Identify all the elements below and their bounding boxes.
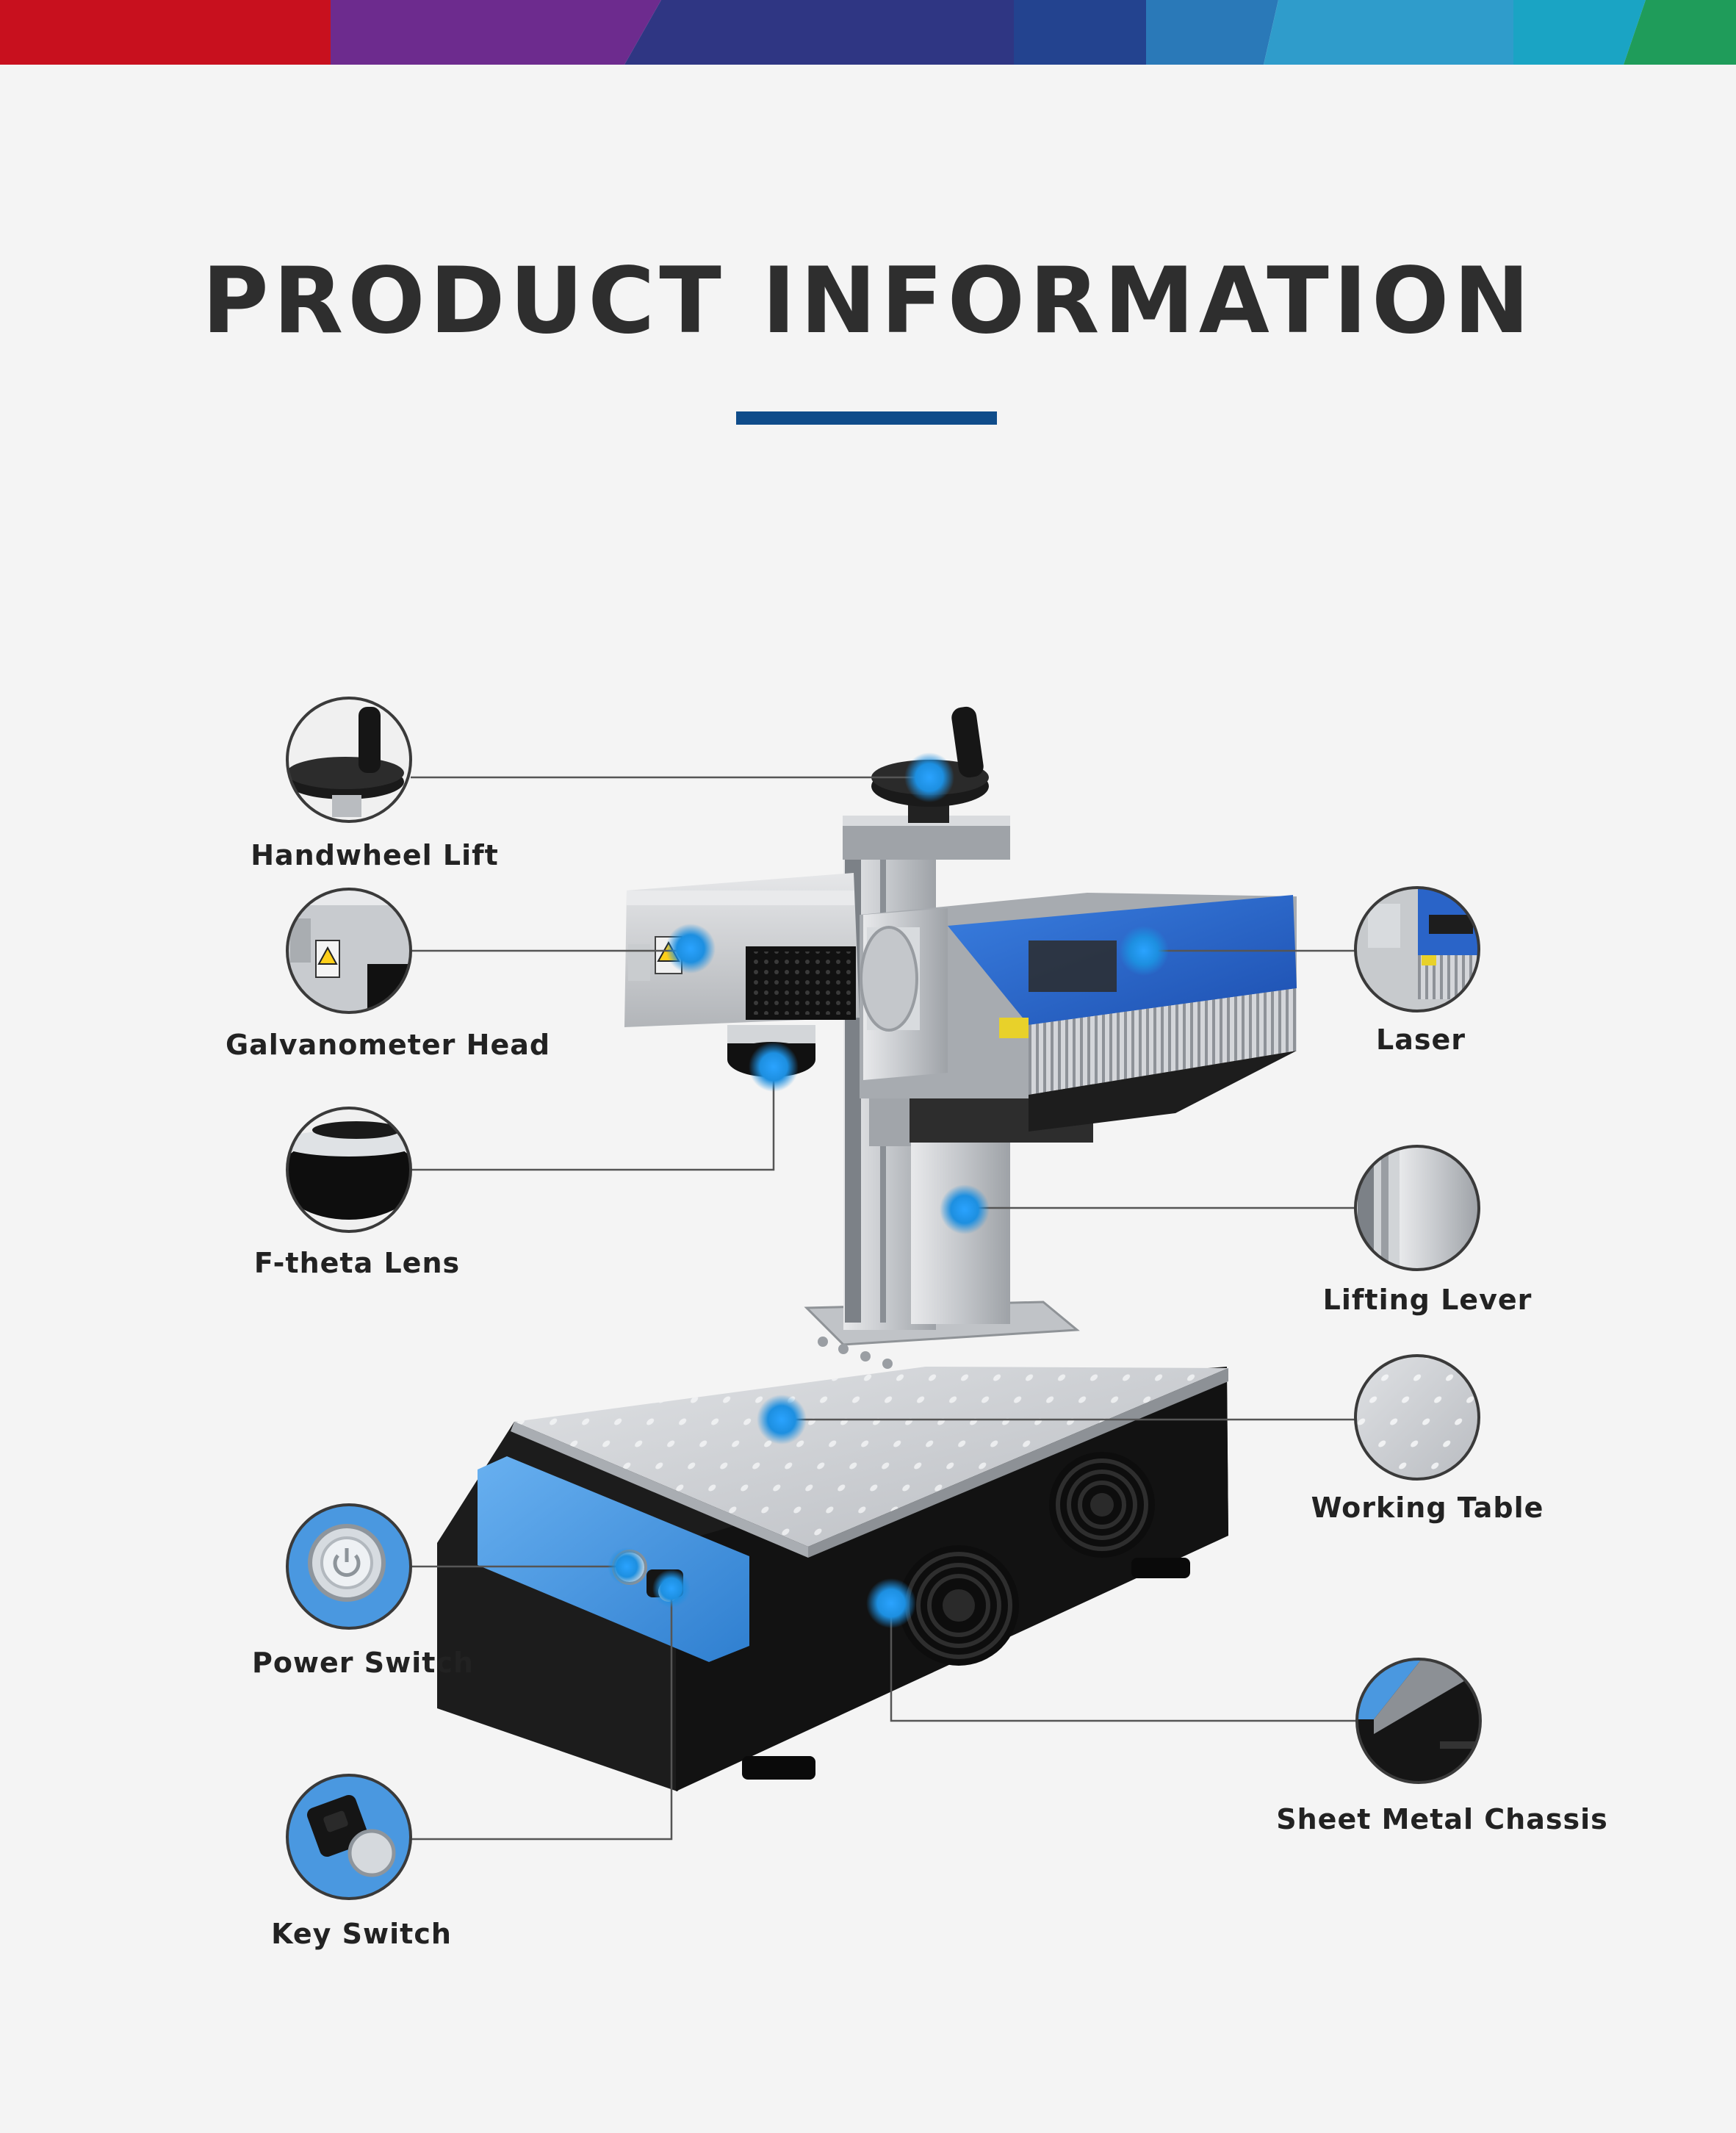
- label-key-switch: Key Switch: [271, 1918, 452, 1950]
- band-segment-blue: [1146, 0, 1278, 65]
- band-segment-green: [1624, 0, 1736, 65]
- marker-key-switch: [652, 1569, 691, 1608]
- cooling-fan-right: [1049, 1452, 1155, 1558]
- label-power-switch: Power Switch: [251, 1647, 475, 1679]
- callout-key-switch-thumb: [286, 1774, 412, 1900]
- laser-marking-machine: [437, 706, 1297, 1791]
- callout-galvanometer-head-thumb: [286, 888, 412, 1014]
- marker-laser: [1119, 926, 1169, 976]
- band-segment-navy: [1014, 0, 1146, 65]
- title-underline: [736, 411, 997, 425]
- foot-front-left: [742, 1756, 815, 1780]
- label-handwheel-lift: Handwheel Lift: [251, 839, 499, 871]
- marker-handwheel-lift: [904, 752, 954, 802]
- callout-working-table-thumb: [1354, 1354, 1480, 1481]
- leader-f-theta-lens: [411, 1067, 775, 1171]
- label-working-table: Working Table: [1311, 1492, 1544, 1524]
- working-table: [511, 1367, 1228, 1558]
- leader-key-switch: [411, 1589, 673, 1841]
- label-sheet-metal-chassis: Sheet Metal Chassis: [1276, 1803, 1608, 1835]
- foot-front-right: [1131, 1558, 1190, 1578]
- marker-lifting-lever: [940, 1184, 990, 1234]
- marker-sheet-metal-chassis: [866, 1578, 916, 1628]
- laser-source: [860, 893, 1297, 1132]
- top-color-band: [0, 0, 1736, 65]
- markers: [608, 752, 1169, 1628]
- callout-lifting-lever-thumb: [1354, 1145, 1480, 1271]
- marker-working-table: [757, 1395, 807, 1445]
- band-segment-indigo: [624, 0, 1014, 65]
- page-title: PRODUCT INFORMATION: [201, 248, 1535, 354]
- cooling-fan-left: [898, 1545, 1019, 1666]
- label-laser: Laser: [1376, 1024, 1466, 1056]
- leader-sheet-metal-chassis: [890, 1603, 1357, 1722]
- band-segment-red: [0, 0, 331, 65]
- marker-f-theta-lens: [749, 1042, 799, 1092]
- callout-sheet-metal-chassis-thumb: [1355, 1658, 1482, 1784]
- label-galvanometer-head: Galvanometer Head: [225, 1029, 551, 1061]
- label-lifting-lever: Lifting Lever: [1322, 1284, 1532, 1316]
- marker-galvanometer-head: [666, 924, 716, 974]
- band-segment-purple: [331, 0, 661, 65]
- base-screws: [818, 1337, 893, 1369]
- callout-handwheel-lift-thumb: [286, 697, 412, 823]
- label-f-theta-lens: F-theta Lens: [253, 1247, 461, 1279]
- callout-f-theta-lens-thumb: [286, 1107, 412, 1233]
- callout-laser-thumb: [1354, 886, 1480, 1012]
- callout-power-switch-thumb: [286, 1503, 412, 1630]
- band-segment-cyan: [1513, 0, 1646, 65]
- leader-lines: [411, 776, 1357, 1841]
- marker-power-switch: [608, 1547, 646, 1586]
- band-segment-sky: [1264, 0, 1513, 65]
